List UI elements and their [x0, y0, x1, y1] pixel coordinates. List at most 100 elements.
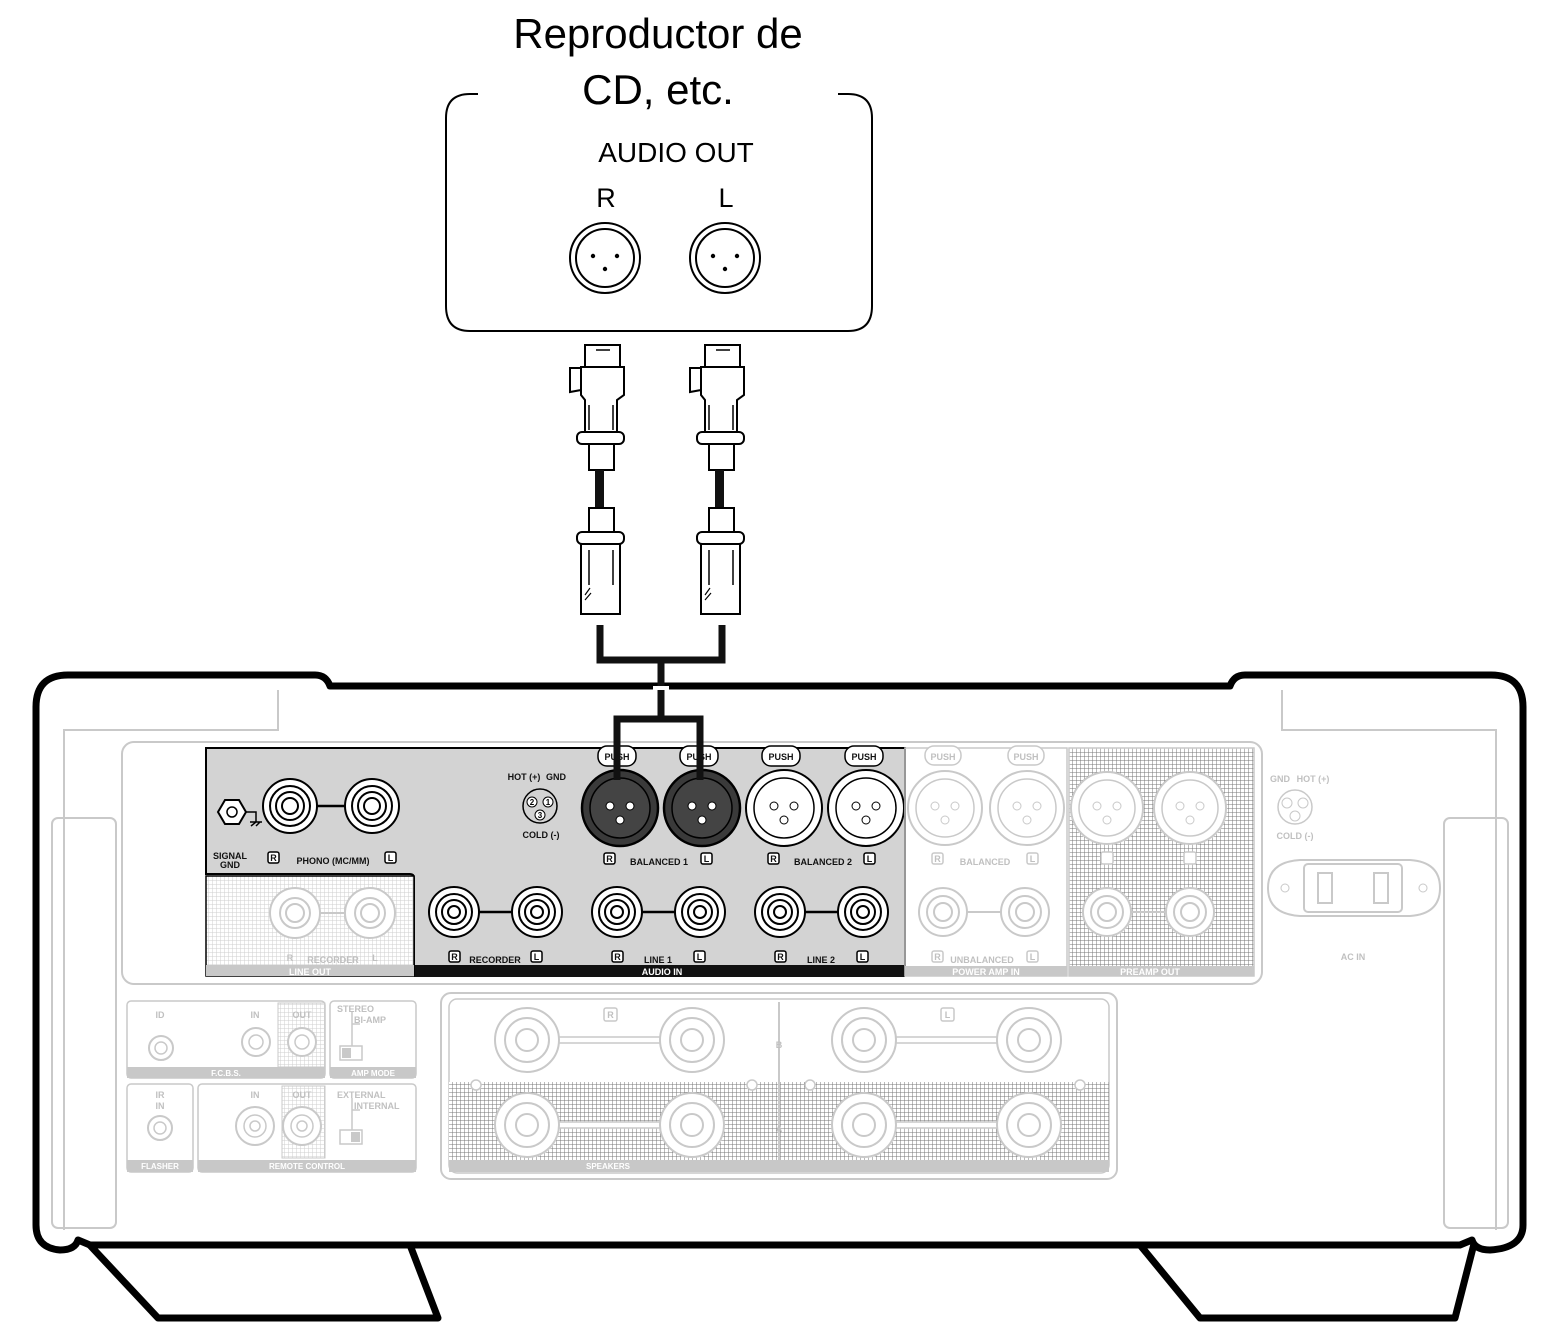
- balanced2-xlr-l[interactable]: PUSH: [827, 745, 905, 847]
- xlr-out-l-jack[interactable]: [689, 222, 761, 294]
- flasher-label: FLASHER: [141, 1162, 179, 1171]
- power-amp-in-xlr-l[interactable]: [989, 770, 1065, 846]
- remote-control-switch[interactable]: [339, 1129, 363, 1145]
- xlr-pin-diagram: HOT (+) GND 2 1 3 COLD (-): [508, 772, 567, 840]
- pin-gnd-label: GND: [546, 772, 567, 782]
- line2-rca-l[interactable]: [837, 886, 889, 938]
- line-out-rca-r[interactable]: [269, 887, 321, 939]
- recorder-in-r-label: R: [451, 952, 458, 962]
- ir-in-label-1: IR: [156, 1090, 166, 1100]
- speaker-terminal-a-r-plus[interactable]: [494, 1092, 560, 1158]
- speakers-l-label: L: [945, 1010, 951, 1020]
- external-label: EXTERNAL: [337, 1090, 386, 1100]
- cable-wire-lower: [613, 715, 704, 780]
- ir-in-label-2: IN: [156, 1101, 165, 1111]
- speakers-r-label: R: [607, 1010, 614, 1020]
- signal-gnd-terminal[interactable]: [216, 799, 262, 827]
- speakers-label: SPEAKERS: [586, 1162, 631, 1171]
- speaker-terminal-b-l-plus[interactable]: [831, 1007, 897, 1073]
- push-label: PUSH: [1013, 752, 1038, 762]
- recorder-in-rca-l[interactable]: [511, 886, 563, 938]
- rc-in-jack[interactable]: [235, 1106, 275, 1146]
- phono-l-label: L: [388, 853, 394, 863]
- signal-gnd-label-1: SIGNAL: [213, 851, 248, 861]
- power-amp-in-rca-r[interactable]: [918, 887, 968, 937]
- line-out-rca-l[interactable]: [344, 887, 396, 939]
- line1-l-label: L: [697, 952, 703, 962]
- recorder-in-rca-r[interactable]: [428, 886, 480, 938]
- line1-label: LINE 1: [644, 955, 672, 965]
- pai-balanced-label: BALANCED: [960, 857, 1011, 867]
- recorder-in-label: RECORDER: [469, 955, 521, 965]
- source-device-frame: [445, 93, 873, 332]
- fcbs-in-jack[interactable]: [241, 1027, 271, 1057]
- xlr-out-r-jack[interactable]: [569, 222, 641, 294]
- preamp-out-rca-l[interactable]: [1165, 887, 1215, 937]
- rc-out-label: OUT: [293, 1090, 313, 1100]
- pin-cold-label: COLD (-): [523, 830, 560, 840]
- power-amp-in-xlr-r[interactable]: [907, 770, 983, 846]
- xlr-cable-r[interactable]: [569, 344, 625, 615]
- speaker-terminal-b-r-plus[interactable]: [494, 1007, 560, 1073]
- signal-gnd-label-2: GND: [220, 860, 241, 870]
- balanced2-xlr-r[interactable]: PUSH: [745, 745, 823, 847]
- phono-label: PHONO (MC/MM): [297, 856, 370, 866]
- recorder-in-l-label: L: [534, 952, 540, 962]
- phono-rca-r[interactable]: [262, 778, 318, 834]
- line2-label: LINE 2: [807, 955, 835, 965]
- balanced2-l-label: L: [867, 854, 873, 864]
- line-out-label: LINE OUT: [289, 967, 332, 977]
- fcbs-out-jack[interactable]: [287, 1027, 317, 1057]
- speaker-terminal-a-r-minus[interactable]: [659, 1092, 725, 1158]
- speaker-terminal-a-l-plus[interactable]: [831, 1092, 897, 1158]
- balanced2-label: BALANCED 2: [794, 857, 852, 867]
- xlr-cable-l[interactable]: [689, 344, 745, 615]
- push-label: PUSH: [851, 752, 876, 762]
- remote-control-section: IN OUT EXTERNAL INTERNAL REMOTE CONTROL: [197, 1083, 417, 1173]
- ac-inlet[interactable]: [1266, 859, 1442, 917]
- remote-control-label: REMOTE CONTROL: [269, 1162, 345, 1171]
- bi-amp-label: BI-AMP: [354, 1015, 386, 1025]
- source-title-line1: Reproductor de: [513, 10, 803, 57]
- preamp-out-xlr-l[interactable]: [1153, 771, 1227, 845]
- pai-unbal-r-label: R: [934, 952, 941, 962]
- speaker-terminal-b-l-minus[interactable]: [996, 1007, 1062, 1073]
- amp-mode-switch[interactable]: [339, 1045, 363, 1061]
- fcbs-id-label: ID: [156, 1010, 166, 1020]
- flasher-ir-in-jack[interactable]: [147, 1115, 173, 1141]
- push-label: PUSH: [930, 752, 955, 762]
- speaker-terminal-b-r-minus[interactable]: [659, 1007, 725, 1073]
- line1-rca-l[interactable]: [674, 886, 726, 938]
- line1-r-label: R: [614, 952, 621, 962]
- fcbs-label: F.C.B.S.: [211, 1069, 241, 1078]
- rc-out-jack[interactable]: [282, 1106, 322, 1146]
- pai-unbal-l-label: L: [1030, 952, 1036, 962]
- balanced1-l-label: L: [704, 854, 710, 864]
- audio-in-label-bar: [414, 965, 905, 977]
- fcbs-in-label: IN: [251, 1010, 260, 1020]
- audio-out-label: AUDIO OUT: [598, 137, 754, 168]
- fcbs-section: ID IN OUT F.C.B.S.: [126, 1000, 326, 1079]
- line-out-recorder-label: RECORDER: [307, 955, 359, 965]
- ac-in-label: AC IN: [1341, 952, 1366, 962]
- stereo-label: STEREO: [337, 1004, 374, 1014]
- source-device: Reproductor de CD, etc. AUDIO OUT R L: [445, 10, 873, 332]
- speakers-a-label: A: [776, 1124, 783, 1134]
- power-amp-in-rca-l[interactable]: [1000, 887, 1050, 937]
- speaker-terminal-a-l-minus[interactable]: [996, 1092, 1062, 1158]
- line2-rca-r[interactable]: [754, 886, 806, 938]
- speakers-section: B A R L SPEAKERS: [449, 1002, 1109, 1172]
- push-label: PUSH: [768, 752, 793, 762]
- fcbs-id-jack[interactable]: [148, 1035, 174, 1061]
- balanced1-xlr-r[interactable]: PUSH: [580, 745, 660, 848]
- flasher-section: IR IN FLASHER: [126, 1083, 194, 1173]
- source-title-line2: CD, etc.: [582, 66, 734, 113]
- svg-text:2: 2: [530, 798, 535, 807]
- preamp-out-xlr-r[interactable]: [1070, 771, 1144, 845]
- line-out-l-label: L: [372, 953, 378, 963]
- pai-unbalanced-label: UNBALANCED: [950, 955, 1014, 965]
- phono-rca-l[interactable]: [344, 778, 400, 834]
- line1-rca-r[interactable]: [591, 886, 643, 938]
- preamp-out-rca-r[interactable]: [1082, 887, 1132, 937]
